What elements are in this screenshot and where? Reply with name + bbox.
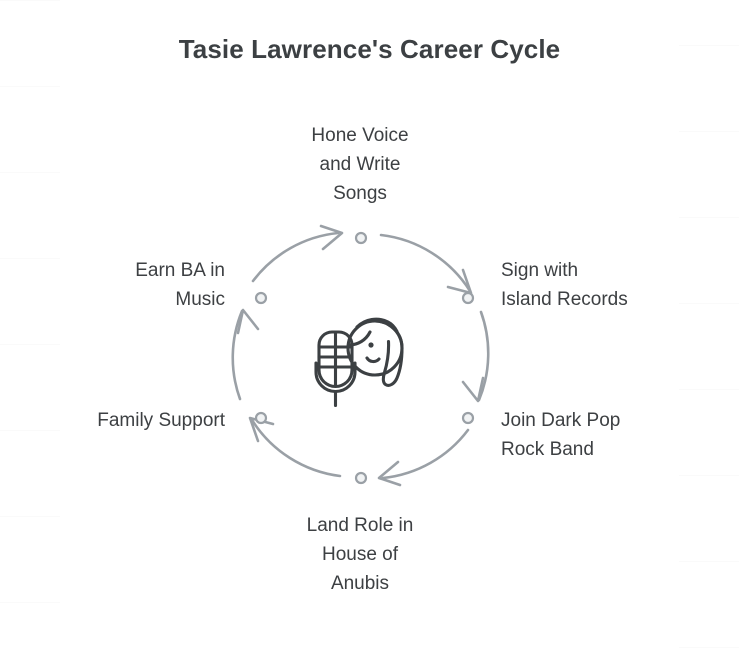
arrowhead-2	[461, 376, 485, 403]
cycle-step-label-2: Sign with Island Records	[501, 260, 628, 310]
cycle-node-3[interactable]	[461, 411, 475, 425]
singer-face-icon	[346, 317, 404, 387]
cycle-step-label-3: Join Dark Pop Rock Band	[501, 410, 621, 460]
singer-eye	[368, 342, 374, 348]
singer-hair-bang	[355, 317, 399, 334]
page-title: Tasie Lawrence's Career Cycle	[178, 34, 561, 64]
cycle-nodes	[254, 231, 475, 485]
cycle-step-label-1: Hone Voice and Write Songs	[311, 125, 409, 204]
arc-segment-1	[379, 233, 472, 293]
singer-hair-strand	[373, 319, 404, 387]
singer-smile	[365, 356, 381, 364]
arrowhead-5	[236, 308, 260, 335]
cycle-arcs	[231, 224, 490, 487]
cycle-node-6[interactable]	[254, 291, 268, 305]
cycle-step-label-5: Family Support	[97, 410, 225, 431]
arc-segment-4	[250, 418, 342, 478]
cycle-node-2[interactable]	[461, 291, 475, 305]
singer-hair-fringe	[347, 330, 372, 347]
arc-segment-6	[251, 231, 340, 283]
arrowhead-3	[377, 460, 402, 487]
cycle-step-label-4: Land Role in House of Anubis	[306, 515, 414, 594]
cycle-node-5[interactable]	[254, 411, 268, 425]
arrowhead-6	[319, 224, 344, 251]
arc-segment-5	[231, 309, 244, 401]
cycle-node-4[interactable]	[354, 471, 368, 485]
arc-segment-2	[477, 310, 490, 402]
singer-with-microphone-illustration	[314, 317, 404, 408]
cycle-node-1[interactable]	[354, 231, 368, 245]
cycle-step-label-6: Earn BA in Music	[135, 260, 225, 310]
arc-segment-3	[381, 428, 470, 480]
